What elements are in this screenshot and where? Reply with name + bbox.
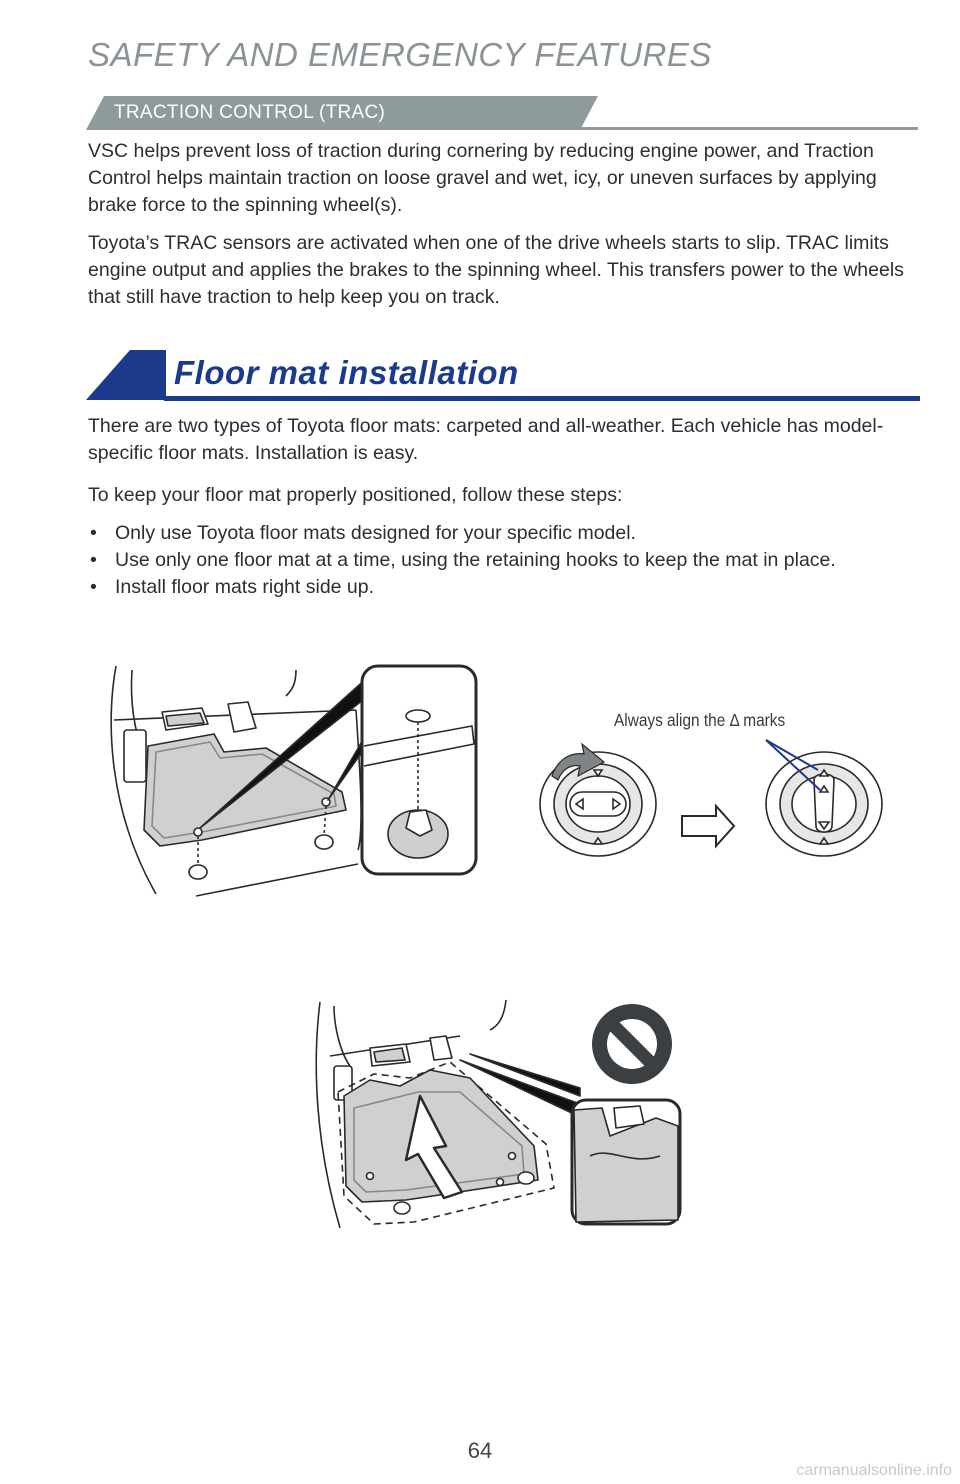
floor-mat-title: Floor mat installation xyxy=(174,354,519,391)
floor-mat-installed-illustration xyxy=(110,664,478,897)
subsection-banner: TRACTION CONTROL (TRAC) xyxy=(86,96,918,132)
trac-paragraph-2: Toyota’s TRAC sensors are activated when… xyxy=(88,232,904,308)
floor-mat-banner: Floor mat installation xyxy=(86,350,920,404)
floor-mat-incorrect-illustration xyxy=(315,999,682,1229)
page-number: 64 xyxy=(467,1438,493,1463)
watermark: carmanualsonline.info xyxy=(796,1462,952,1479)
list-item: Only use Toyota floor mats designed for … xyxy=(88,520,908,547)
list-item: Install floor mats right side up. xyxy=(88,574,908,601)
trac-paragraph-1: VSC helps prevent loss of traction durin… xyxy=(88,140,877,216)
floor-mat-intro: There are two types of Toyota floor mats… xyxy=(88,415,884,464)
align-marks-label: Always align the Δ marks xyxy=(614,710,786,730)
section-title: SAFETY AND EMERGENCY FEATURES xyxy=(88,36,712,73)
hook-alignment-diagram xyxy=(539,739,883,857)
floor-mat-steps: Only use Toyota floor mats designed for … xyxy=(88,520,908,601)
subsection-title: TRACTION CONTROL (TRAC) xyxy=(114,102,386,123)
prohibited-icon xyxy=(592,1004,672,1084)
list-item: Use only one floor mat at a time, using … xyxy=(88,547,908,574)
rotate-arrow-icon xyxy=(551,742,606,781)
floor-mat-steps-intro: To keep your floor mat properly position… xyxy=(88,484,623,506)
